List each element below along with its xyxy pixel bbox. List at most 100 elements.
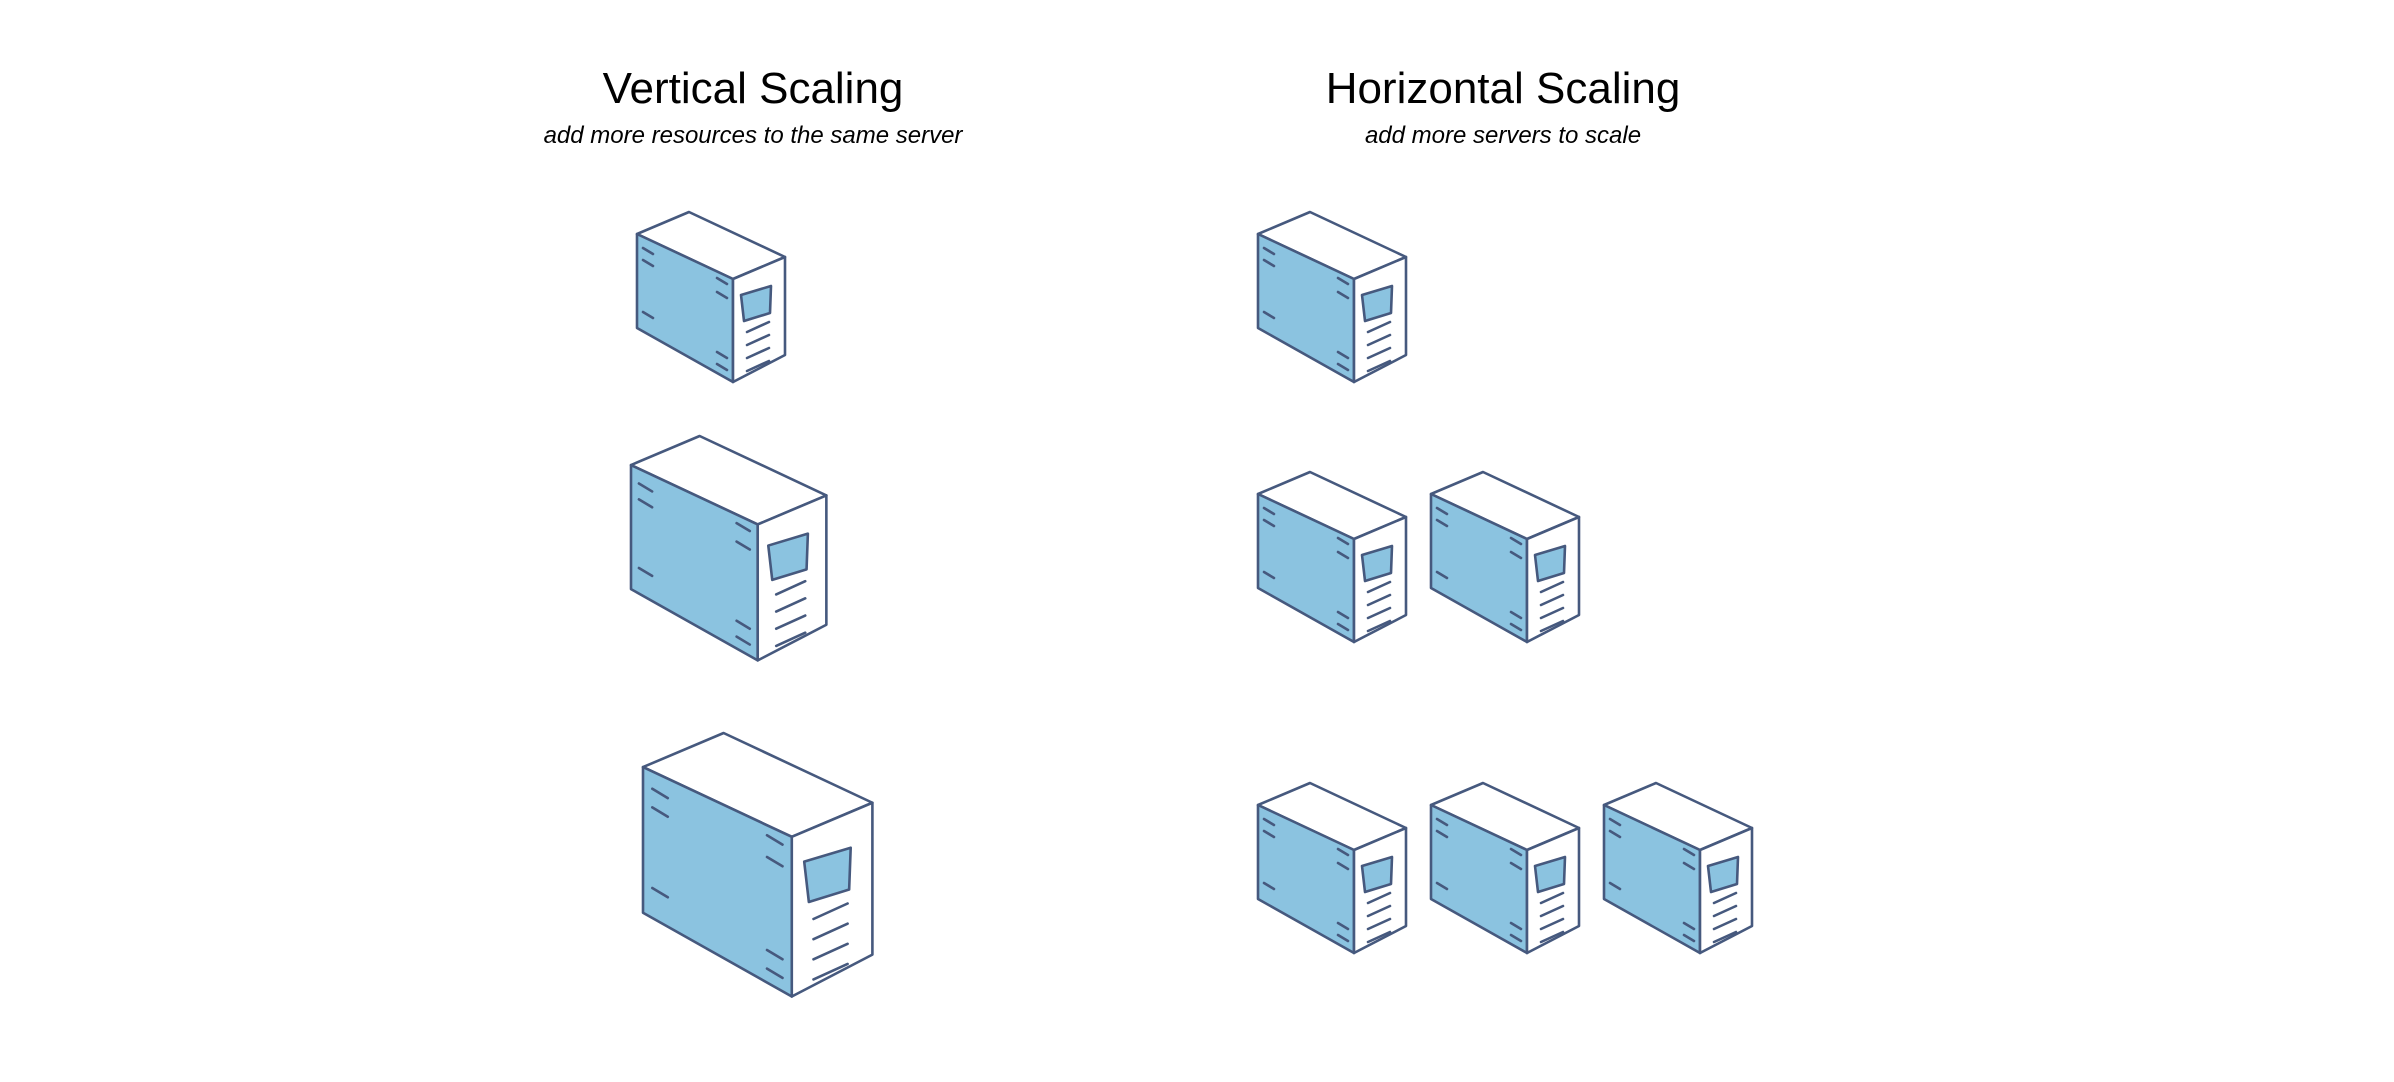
rail-tick — [1262, 817, 1276, 827]
vent-line — [745, 359, 771, 373]
drive-bay-icon — [1706, 855, 1740, 894]
vent-line — [1366, 917, 1392, 931]
rail-tick — [1336, 290, 1350, 300]
vertical-server-row-1 — [635, 210, 787, 384]
vent-line — [1712, 917, 1738, 931]
vent-line — [1366, 619, 1392, 633]
rail-tick — [1262, 829, 1276, 839]
vent-line — [1539, 904, 1565, 918]
vent-line — [1366, 930, 1392, 944]
server-front-panel — [1352, 515, 1408, 644]
rail-tick — [1509, 550, 1523, 560]
drive-bay-icon — [1360, 855, 1394, 894]
rail-tick — [715, 362, 729, 372]
rail-tick — [1336, 550, 1350, 560]
vent-line — [812, 902, 849, 921]
vent-line — [1539, 891, 1565, 905]
rail-tick — [715, 276, 729, 286]
rail-tick — [1262, 518, 1276, 528]
vent-line — [774, 579, 807, 596]
horizontal-scaling-title: Horizontal Scaling — [1325, 64, 1681, 113]
rail-tick — [1509, 847, 1523, 857]
rail-tick — [650, 806, 670, 819]
server-front-panel — [1525, 826, 1581, 955]
rail-tick — [735, 635, 752, 646]
rail-tick — [1435, 829, 1449, 839]
rail-tick — [1262, 881, 1276, 891]
horizontal-server-row-3-2 — [1429, 781, 1581, 955]
rail-tick — [1262, 258, 1276, 268]
rail-tick — [1336, 622, 1350, 632]
drive-bay-icon — [766, 532, 810, 582]
horizontal-server-row-2-2 — [1429, 470, 1581, 644]
rail-tick — [641, 310, 655, 320]
rail-tick — [1509, 861, 1523, 871]
horizontal-server-row-3-1 — [1256, 781, 1408, 955]
rail-tick — [1509, 921, 1523, 931]
vent-line — [745, 346, 771, 360]
rail-tick — [1336, 933, 1350, 943]
server-front-panel — [756, 494, 828, 662]
rail-tick — [1435, 518, 1449, 528]
rail-tick — [641, 246, 655, 256]
vent-line — [1539, 580, 1565, 594]
vent-line — [774, 631, 807, 648]
rail-tick — [650, 787, 670, 800]
vent-line — [1366, 606, 1392, 620]
rail-tick — [1509, 536, 1523, 546]
horizontal-server-row-3-3 — [1602, 781, 1754, 955]
rail-tick — [1435, 881, 1449, 891]
vent-line — [1366, 333, 1392, 347]
vent-line — [1539, 606, 1565, 620]
vent-line — [1366, 580, 1392, 594]
rail-tick — [1336, 350, 1350, 360]
rail-tick — [765, 855, 784, 868]
rail-tick — [1509, 610, 1523, 620]
rail-tick — [1509, 933, 1523, 943]
rail-tick — [1435, 817, 1449, 827]
rail-tick — [765, 833, 784, 846]
rail-tick — [765, 948, 784, 961]
drive-bay-icon — [1360, 544, 1394, 583]
rail-tick — [1682, 861, 1696, 871]
vent-line — [1539, 917, 1565, 931]
rail-tick — [1608, 881, 1622, 891]
server-front-panel — [731, 255, 787, 384]
drive-bay-icon — [739, 284, 773, 323]
server-front-panel — [1352, 255, 1408, 384]
rail-tick — [1509, 622, 1523, 632]
rail-tick — [1336, 536, 1350, 546]
vent-line — [812, 942, 849, 961]
rail-tick — [1682, 933, 1696, 943]
vent-line — [1712, 930, 1738, 944]
rail-tick — [1262, 570, 1276, 580]
vent-line — [812, 922, 849, 941]
drive-bay-icon — [802, 846, 853, 904]
server-front-panel — [790, 801, 874, 998]
rail-tick — [1608, 817, 1622, 827]
vent-line — [774, 597, 807, 613]
server-front-panel — [1698, 826, 1754, 955]
rail-tick — [637, 482, 654, 493]
vent-line — [1366, 891, 1392, 905]
vent-line — [1539, 619, 1565, 633]
rail-tick — [650, 886, 670, 899]
vent-line — [774, 614, 807, 631]
rail-tick — [1262, 506, 1276, 516]
rail-tick — [1336, 861, 1350, 871]
rail-tick — [1336, 276, 1350, 286]
rail-tick — [735, 540, 752, 551]
vent-line — [1366, 346, 1392, 360]
server-front-panel — [1525, 515, 1581, 644]
rail-tick — [1262, 310, 1276, 320]
rail-tick — [765, 967, 784, 980]
vent-line — [1539, 930, 1565, 944]
horizontal-server-row-2-1 — [1256, 470, 1408, 644]
rail-tick — [735, 619, 752, 631]
vertical-scaling-title: Vertical Scaling — [602, 64, 904, 113]
server-front-panel — [1352, 826, 1408, 955]
vent-line — [1366, 320, 1392, 334]
vertical-server-row-2 — [629, 434, 828, 662]
rail-tick — [641, 258, 655, 268]
drive-bay-icon — [1533, 544, 1567, 583]
